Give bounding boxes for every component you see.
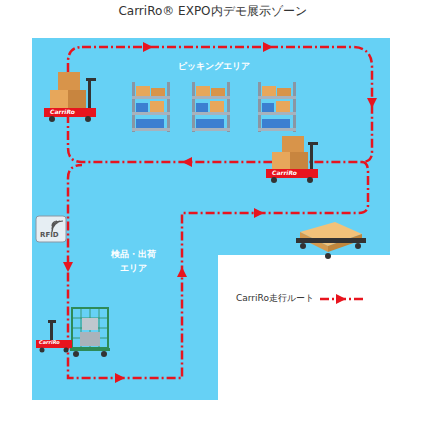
cart-logo: CarriRo	[39, 340, 60, 345]
cart-logo: CarriRo	[50, 109, 75, 115]
cart	[44, 72, 96, 122]
cart	[266, 136, 318, 183]
route	[68, 47, 372, 378]
icon-label: RFID	[40, 230, 59, 241]
cart-logo: CarriRo	[272, 170, 297, 176]
pallet	[296, 222, 366, 259]
legend-text: CarriRo走行ルート	[236, 292, 314, 305]
area-label: 検品・出荷 エリア	[106, 248, 160, 275]
rfid-icon	[36, 216, 66, 242]
title: CarriRo® EXPO内デモ展示ゾーン	[118, 3, 306, 20]
route-arrows	[63, 42, 377, 383]
legend-sample	[320, 294, 366, 304]
area-label: ピッキングエリア	[178, 60, 250, 74]
frame	[24, 30, 394, 408]
floor-area	[32, 38, 390, 400]
roll-cage	[36, 308, 110, 357]
shelves	[132, 82, 296, 132]
